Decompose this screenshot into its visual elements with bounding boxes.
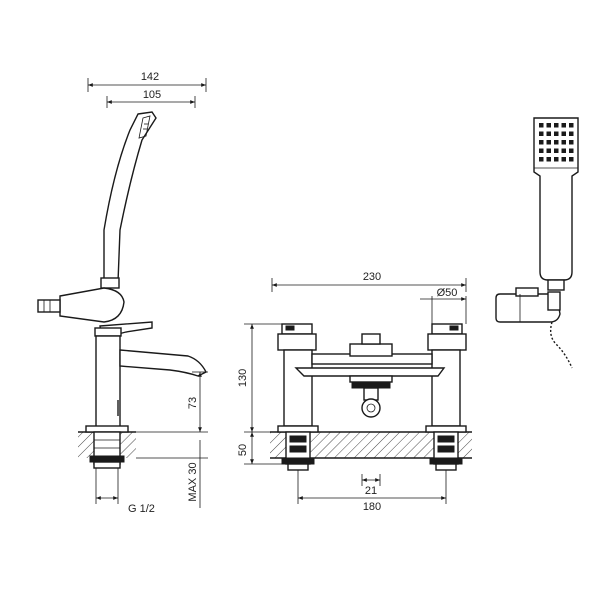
nozzle (554, 123, 559, 128)
nozzle (539, 148, 544, 153)
dim-21: 21 (361, 474, 381, 497)
dim-thread: G 1/2 (95, 468, 155, 515)
dim-73-label: 73 (187, 397, 199, 409)
dim-130-label: 130 (237, 369, 249, 387)
dim-max30-label: MAX 30 (187, 462, 199, 501)
dim-142: 142 (87, 71, 207, 92)
nozzle (546, 157, 551, 162)
dim-180: 180 (297, 470, 447, 513)
nozzle (546, 123, 551, 128)
dim-105-label: 105 (143, 89, 161, 101)
nozzle (561, 157, 566, 162)
front-view: 230 Ø50 (237, 271, 472, 513)
side-view: 142 105 (37, 71, 208, 515)
dim-max30: MAX 30 (136, 431, 208, 508)
dim-dia50: Ø50 (420, 287, 467, 324)
handshower-detail (495, 117, 579, 369)
bridge-body (294, 333, 446, 418)
nozzle (546, 148, 551, 153)
nozzle (554, 140, 559, 145)
dim-180-label: 180 (363, 501, 381, 513)
dim-105: 105 (106, 89, 196, 108)
dim-142-label: 142 (141, 71, 159, 83)
nozzle (569, 140, 574, 145)
nozzle (561, 148, 566, 153)
nozzle (554, 131, 559, 136)
dim-dia50-label: Ø50 (437, 287, 458, 299)
nozzle (561, 123, 566, 128)
dim-230-label: 230 (363, 271, 381, 283)
nozzle (561, 140, 566, 145)
nozzle (554, 148, 559, 153)
nozzle (539, 140, 544, 145)
dim-thread-label: G 1/2 (128, 503, 155, 515)
nozzle (539, 123, 544, 128)
deck-front (270, 425, 472, 471)
nozzle (569, 123, 574, 128)
nozzle (539, 157, 544, 162)
deck-fixing-side (78, 425, 136, 469)
nozzle (569, 131, 574, 136)
nozzle (554, 157, 559, 162)
dim-21-label: 21 (365, 485, 377, 497)
nozzle (569, 148, 574, 153)
nozzle (561, 131, 566, 136)
dim-73: 73 (187, 371, 208, 432)
right-valve (427, 323, 467, 427)
tap-body-side (37, 287, 207, 429)
dim-50: 50 (237, 431, 282, 465)
nozzle (569, 157, 574, 162)
left-valve (277, 323, 317, 427)
nozzle (546, 140, 551, 145)
handshower-side (100, 111, 157, 289)
nozzle (546, 131, 551, 136)
dim-50-label: 50 (237, 444, 249, 456)
dim-130: 130 (237, 323, 282, 432)
nozzle (539, 131, 544, 136)
dim-230: 230 (271, 271, 467, 292)
nozzle-grid (539, 123, 574, 162)
